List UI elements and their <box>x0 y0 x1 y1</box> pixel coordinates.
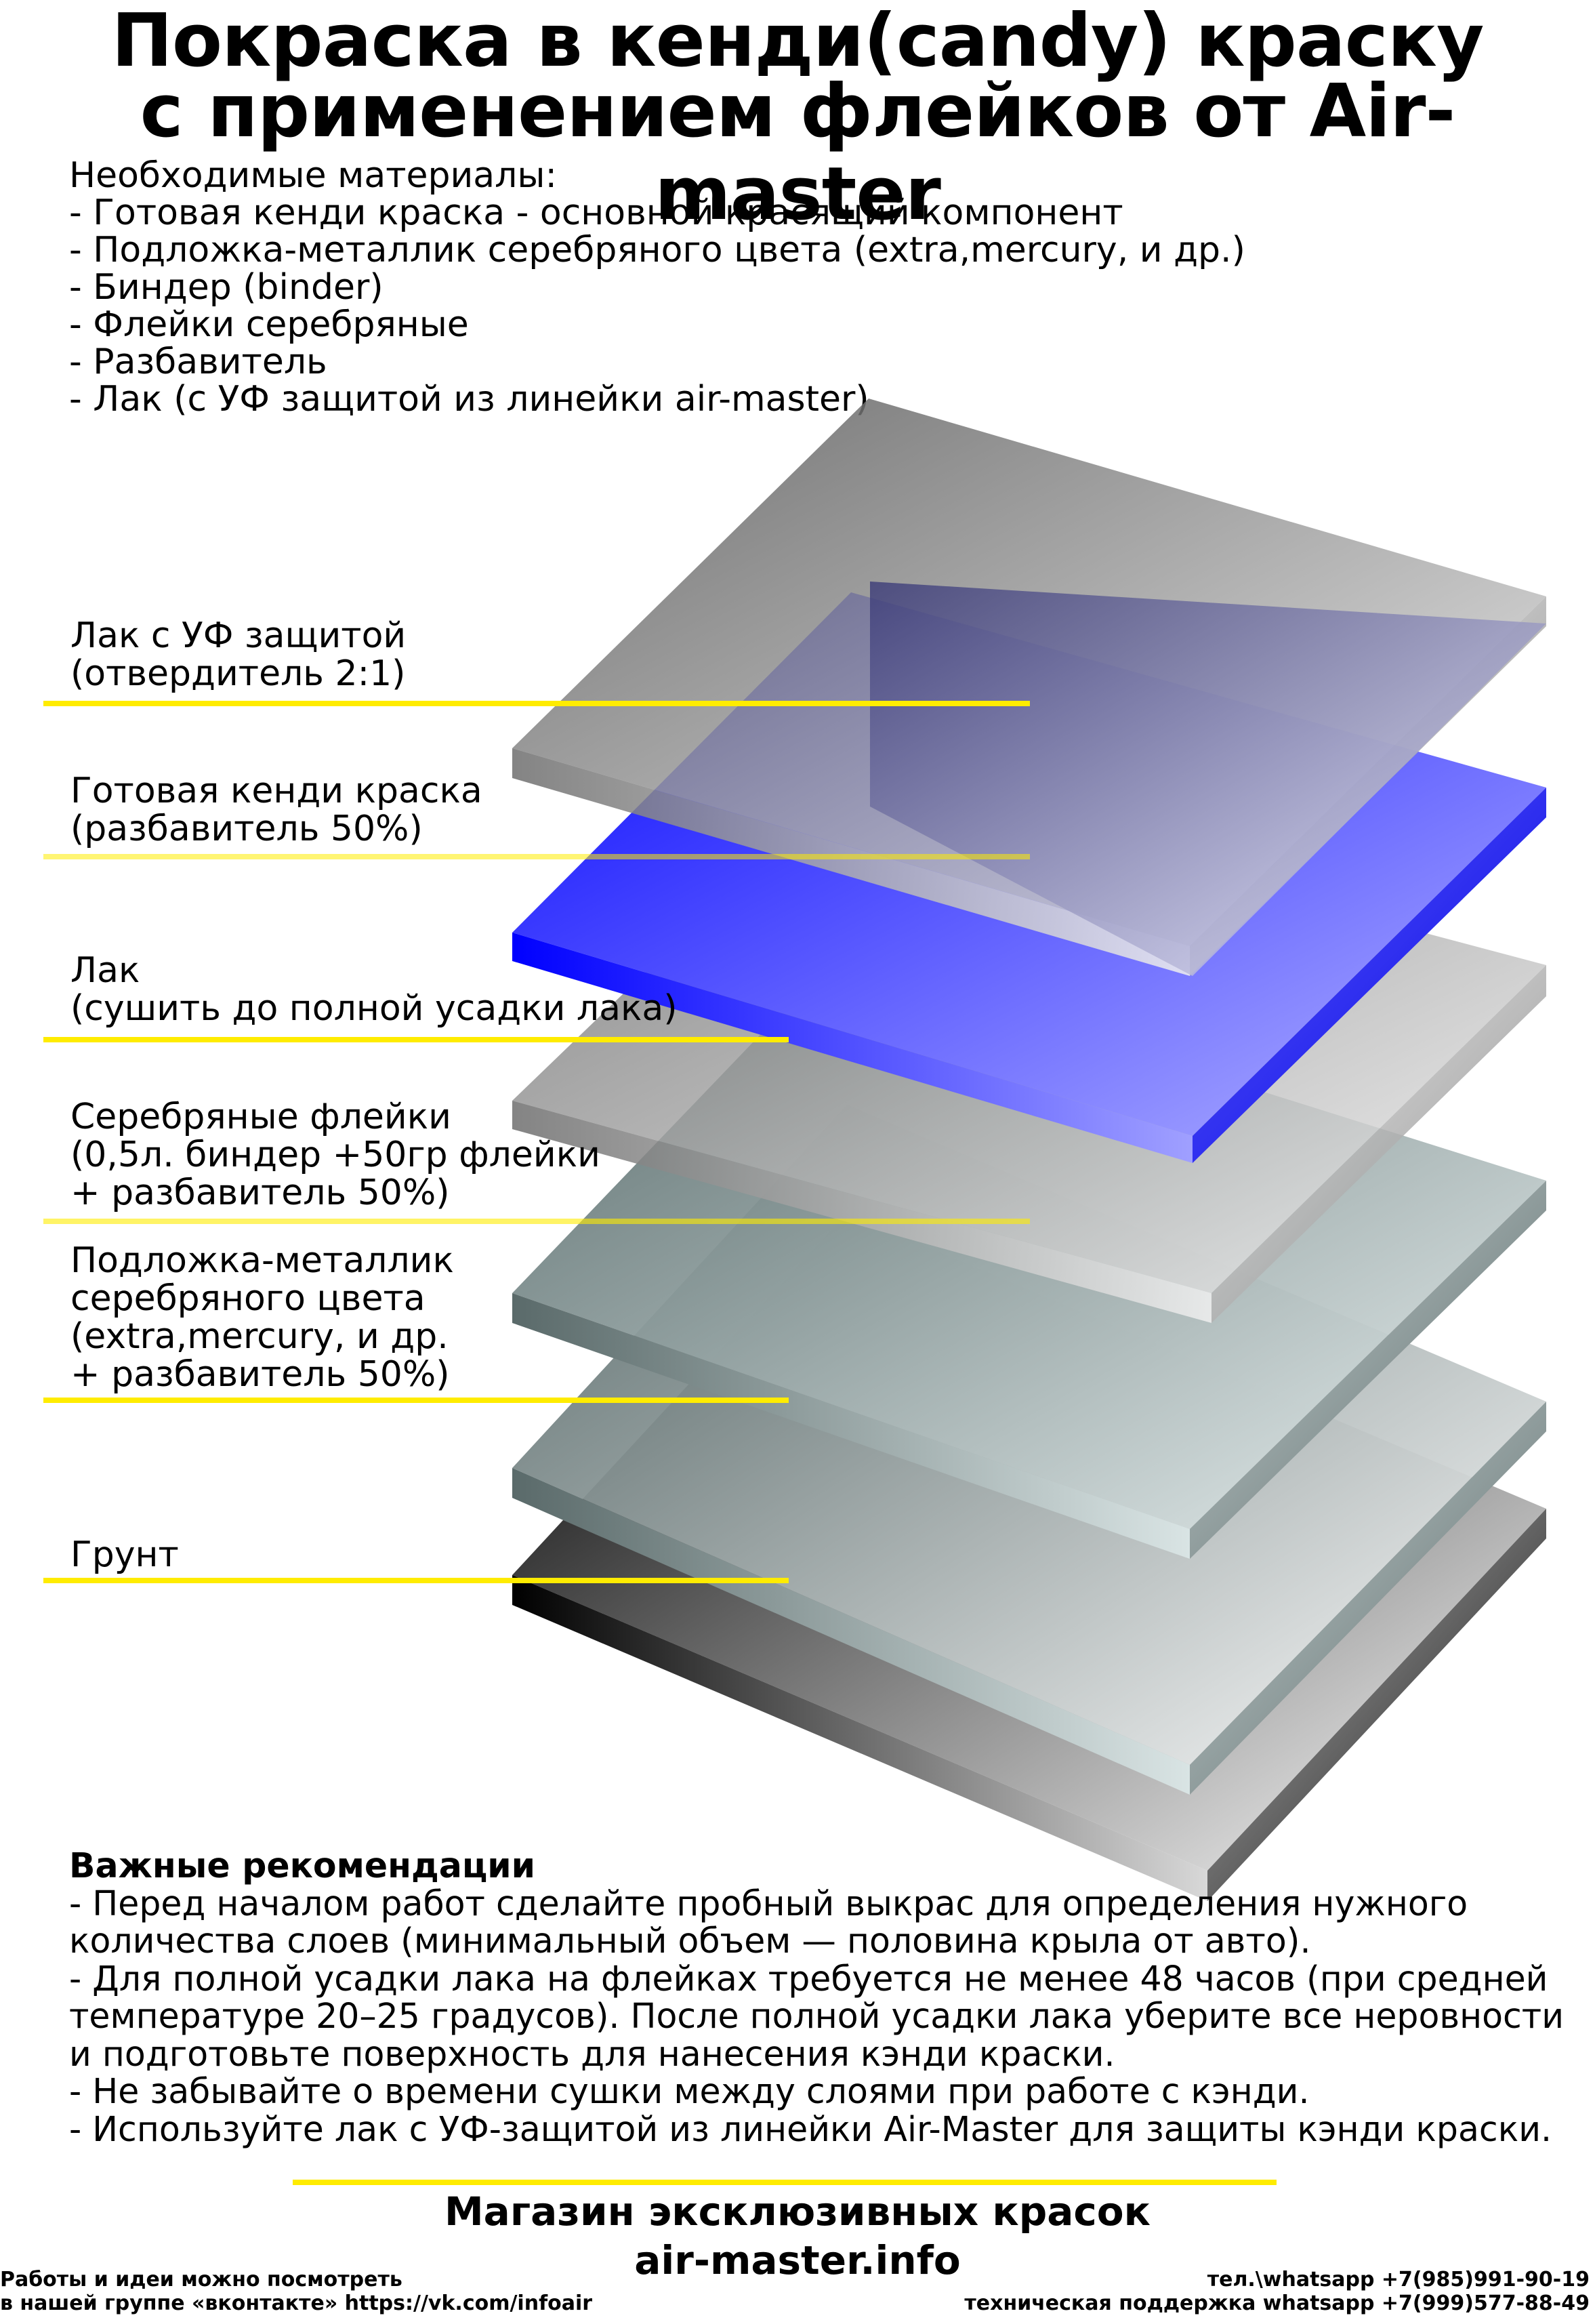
pointer-line <box>43 854 1030 859</box>
material-item: - Готовая кенди краска - основной красящ… <box>69 192 1123 233</box>
phone-whatsapp[interactable]: тел.\whatsapp +7(985)991-90-19 <box>1207 2268 1590 2291</box>
label-line: (extra,mercury, и др. <box>70 1316 449 1357</box>
label-line: + разбавитель 50%) <box>70 1173 450 1213</box>
recommendation-line: температуре 20–25 градусов). После полно… <box>69 1996 1565 2036</box>
recommendations-heading: Важные рекомендации <box>69 1846 536 1885</box>
materials-list: Необходимые материалы: - Готовая кенди к… <box>69 157 1245 418</box>
label-line: Лак <box>70 950 140 991</box>
pointer-line <box>43 1037 789 1042</box>
vk-group-link[interactable]: в нашей группе «вконтакте» https://vk.co… <box>0 2291 593 2315</box>
label-line: Грунт <box>70 1534 179 1575</box>
support-whatsapp[interactable]: техническая поддержка whatsapp +7(999)57… <box>964 2291 1590 2315</box>
pointer-line <box>43 1219 1030 1224</box>
layer-label-candy: Готовая кенди краска (разбавитель 50%) <box>70 772 482 848</box>
material-item: - Разбавитель <box>69 342 327 382</box>
label-line: Готовая кенди краска <box>70 771 482 811</box>
material-item: - Биндер (binder) <box>69 267 384 308</box>
title-line-2: с применением флейков от Air-master <box>140 69 1456 237</box>
uv-glass-window <box>870 582 1546 976</box>
materials-heading: Необходимые материалы: <box>69 155 557 196</box>
material-item: - Лак (с УФ защитой из линейки air-maste… <box>69 379 869 420</box>
footer-left: Работы и идеи можно посмотреть в нашей г… <box>0 2268 592 2315</box>
label-line: Лак с УФ защитой <box>70 615 407 656</box>
layer-label-primer: Грунт <box>70 1536 179 1574</box>
pointer-line <box>43 1398 789 1403</box>
label-line: серебряного цвета <box>70 1278 426 1319</box>
recommendation-line: и подготовьте поверхность для нанесения … <box>69 2033 1115 2074</box>
shop-title: Магазин эксклюзивных красок <box>444 2188 1151 2235</box>
recommendation-line: - Не забывайте о времени сушки между сло… <box>69 2071 1310 2111</box>
recommendations: Важные рекомендации - Перед началом рабо… <box>69 1847 1564 2148</box>
material-item: - Флейки серебряные <box>69 304 469 345</box>
layer-label-metallic: Подложка-металлик серебряного цвета (ext… <box>70 1242 454 1393</box>
divider <box>293 2180 1277 2185</box>
label-line: (0,5л. биндер +50гр флейки <box>70 1135 600 1175</box>
footer-left-line: Работы и идеи можно посмотреть <box>0 2268 402 2291</box>
label-line: (сушить до полной усадки лака) <box>70 988 678 1029</box>
pointer-line <box>43 1578 789 1583</box>
label-line: (отвердитель 2:1) <box>70 653 406 694</box>
recommendation-line: - Для полной усадки лака на флейках треб… <box>69 1958 1548 1999</box>
material-item: - Подложка-металлик серебряного цвета (e… <box>69 230 1245 270</box>
recommendation-line: - Перед началом работ сделайте пробный в… <box>69 1883 1468 1923</box>
label-line: + разбавитель 50%) <box>70 1354 450 1395</box>
pointer-lines <box>43 701 1030 1583</box>
title-line-1: Покраска в кенди(candy) краску <box>111 0 1485 83</box>
footer-right: тел.\whatsapp +7(985)991-90-19 техническ… <box>964 2268 1590 2315</box>
label-line: Подложка-металлик <box>70 1240 454 1281</box>
layer-label-uv-clear: Лак с УФ защитой (отвердитель 2:1) <box>70 617 406 693</box>
label-line: Серебряные флейки <box>70 1097 451 1137</box>
layer-label-flakes: Серебряные флейки (0,5л. биндер +50гр фл… <box>70 1098 600 1212</box>
shop-website-link[interactable]: air-master.info <box>634 2237 961 2283</box>
recommendation-line: количества слоев (минимальный объем — по… <box>69 1921 1311 1961</box>
recommendation-line: - Используйте лак с УФ-защитой из линейк… <box>69 2108 1552 2149</box>
label-line: (разбавитель 50%) <box>70 809 423 849</box>
pointer-line <box>43 701 1030 706</box>
layer-label-clear: Лак (сушить до полной усадки лака) <box>70 952 678 1027</box>
